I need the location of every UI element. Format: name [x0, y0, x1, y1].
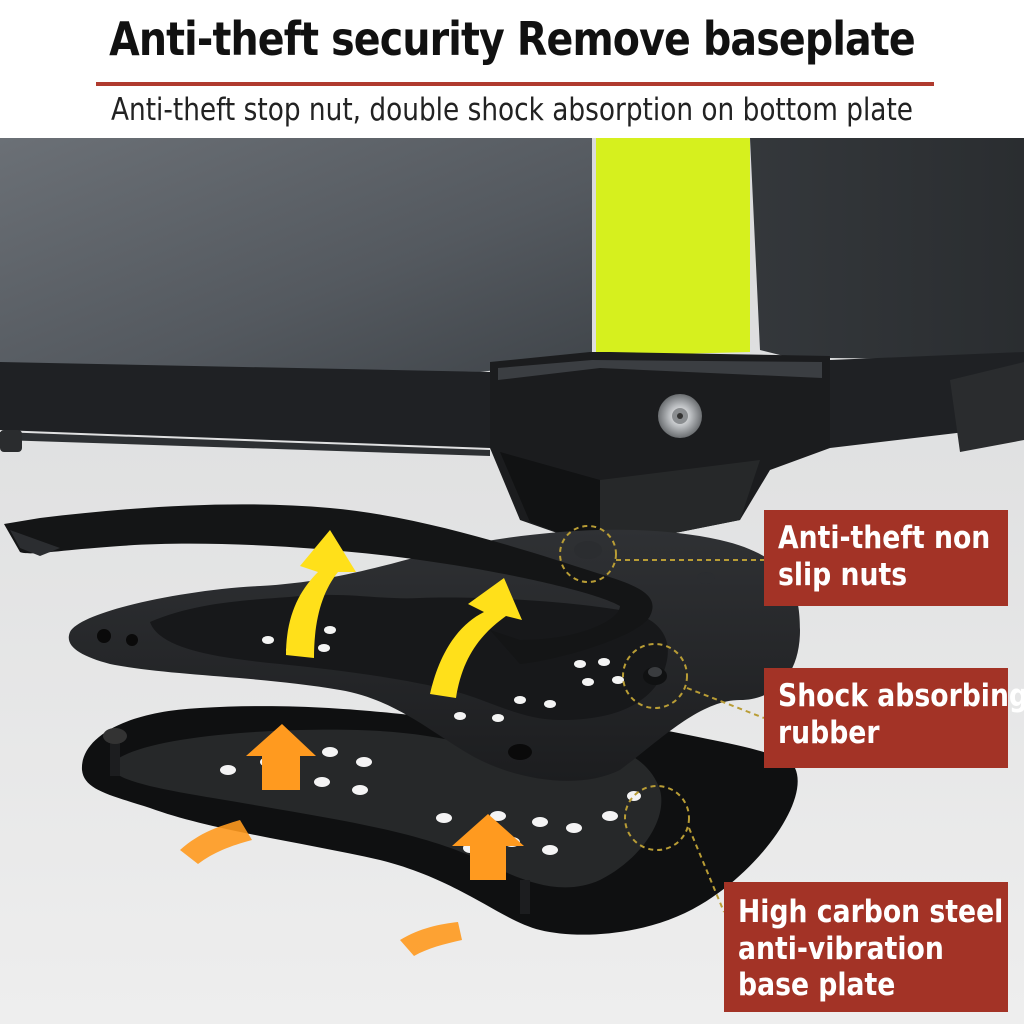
header: Anti-theft security Remove baseplate Ant… — [0, 0, 1024, 138]
page-title: Anti-theft security Remove baseplate — [109, 12, 916, 66]
up-arrow-icon — [430, 578, 522, 698]
up-arrow-icon — [246, 724, 316, 790]
callout-markers — [559, 525, 765, 913]
callout-line: base plate — [738, 967, 896, 1004]
up-arrow-icon — [452, 814, 524, 880]
airflow-arrows — [180, 530, 524, 956]
up-arrow-icon — [286, 530, 356, 658]
callout-line: Shock absorbing — [778, 678, 1024, 714]
callout-line: rubber — [778, 714, 880, 751]
callout-line: High carbon steel — [738, 894, 1004, 930]
callout-anti-theft-nuts: Anti-theft non slip nuts — [764, 510, 1008, 606]
callout-line: Anti-theft non — [778, 520, 991, 556]
title-divider — [96, 82, 934, 86]
callout-line: slip nuts — [778, 556, 908, 593]
shock-absorbing-rubber-plate — [4, 504, 800, 781]
page-subtitle: Anti-theft stop nut, double shock absorp… — [110, 92, 914, 128]
reflective-stripe — [596, 138, 750, 356]
callout-base-plate: High carbon steel anti-vibration base pl… — [724, 882, 1008, 1012]
callout-line: anti-vibration — [738, 930, 944, 967]
callout-shock-rubber: Shock absorbing rubber — [764, 668, 1024, 768]
top-case — [0, 138, 1024, 548]
